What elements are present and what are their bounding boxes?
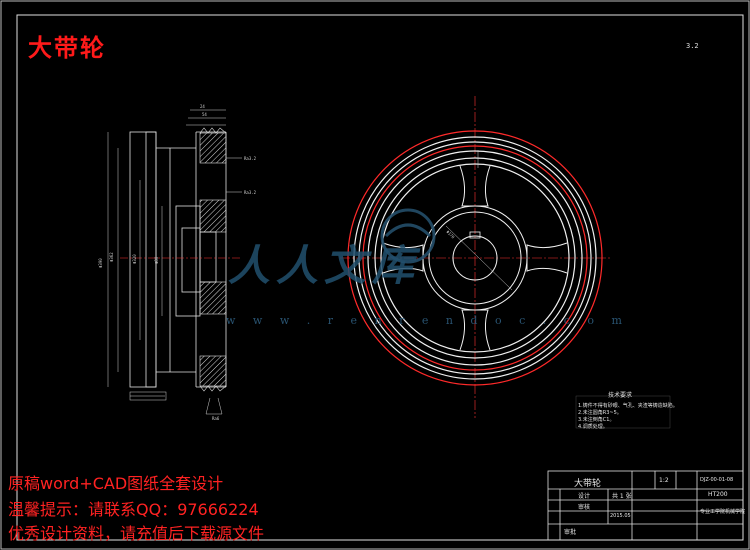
title-block (547, 470, 744, 541)
inner-border (16, 14, 744, 541)
section-dimensions (107, 109, 242, 415)
roughness-symbol: 3.2 (686, 42, 699, 50)
tech-req-box (575, 395, 671, 429)
front-centerlines (340, 96, 612, 418)
watermark-glyphs: 人人文库 (228, 241, 421, 290)
tech-req-item: 1.铸件不得有砂眼、气孔、夹渣等铸造缺陷。 (578, 403, 678, 409)
tb-drawing-no: DJZ-00-01-08 (700, 477, 734, 483)
svg-text:Φ80: Φ80 (154, 256, 159, 264)
promo-line-3: 优秀设计资料，请充值后下载源文件 (8, 524, 265, 543)
svg-text:Ra6: Ra6 (212, 416, 220, 421)
tb-scale: 1:2 (659, 477, 669, 484)
tb-date: 2015.05 (610, 513, 631, 519)
promo-line-2: 温馨提示：请联系QQ：97666224 (8, 500, 259, 519)
section-dim-text: Φ390 Φ362 Φ320 Φ80 24 54 Ra3.2 Ra3.2 Ra6 (98, 104, 257, 421)
tb-checker: 审核 (578, 504, 591, 511)
tech-req-item: 3.未注倒角C1。 (578, 417, 615, 423)
tb-approver: 审批 (564, 529, 577, 536)
svg-text:24: 24 (200, 104, 205, 109)
watermark-logo (380, 208, 436, 264)
svg-text:Ra3.2: Ra3.2 (244, 156, 257, 161)
front-hub (422, 205, 528, 311)
tb-sheet: 共 1 张 (612, 493, 632, 500)
hatched-sections (199, 127, 227, 392)
section-view (129, 131, 227, 388)
svg-text:Φ362: Φ362 (109, 252, 114, 262)
front-rim (347, 130, 603, 386)
tech-req-item: 2.未注圆角R3~5。 (578, 410, 622, 416)
drawing-title: 大带轮 (28, 34, 106, 62)
watermark-url: w w w . r e n r e n d o c . c o m (226, 314, 629, 327)
tb-part-name: 大带轮 (574, 479, 602, 489)
svg-text:Φ320: Φ320 (132, 254, 137, 264)
svg-text:Φ170: Φ170 (445, 229, 456, 240)
svg-text:54: 54 (202, 112, 207, 117)
promo-line-1: 原稿word+CAD图纸全套设计 (8, 474, 224, 493)
tech-req-heading: 技术要求 (608, 392, 633, 399)
keyway (469, 231, 481, 239)
section-label-box (129, 391, 167, 401)
tb-school: 专业工学院机械学院 (700, 509, 746, 515)
tb-material: HT200 (708, 491, 728, 498)
tech-req-item: 4.调质处理。 (578, 424, 608, 430)
svg-text:Φ390: Φ390 (98, 258, 103, 268)
front-dimensions (445, 150, 513, 291)
tb-designer: 设计 (578, 493, 591, 500)
svg-text:Ra3.2: Ra3.2 (244, 190, 257, 195)
